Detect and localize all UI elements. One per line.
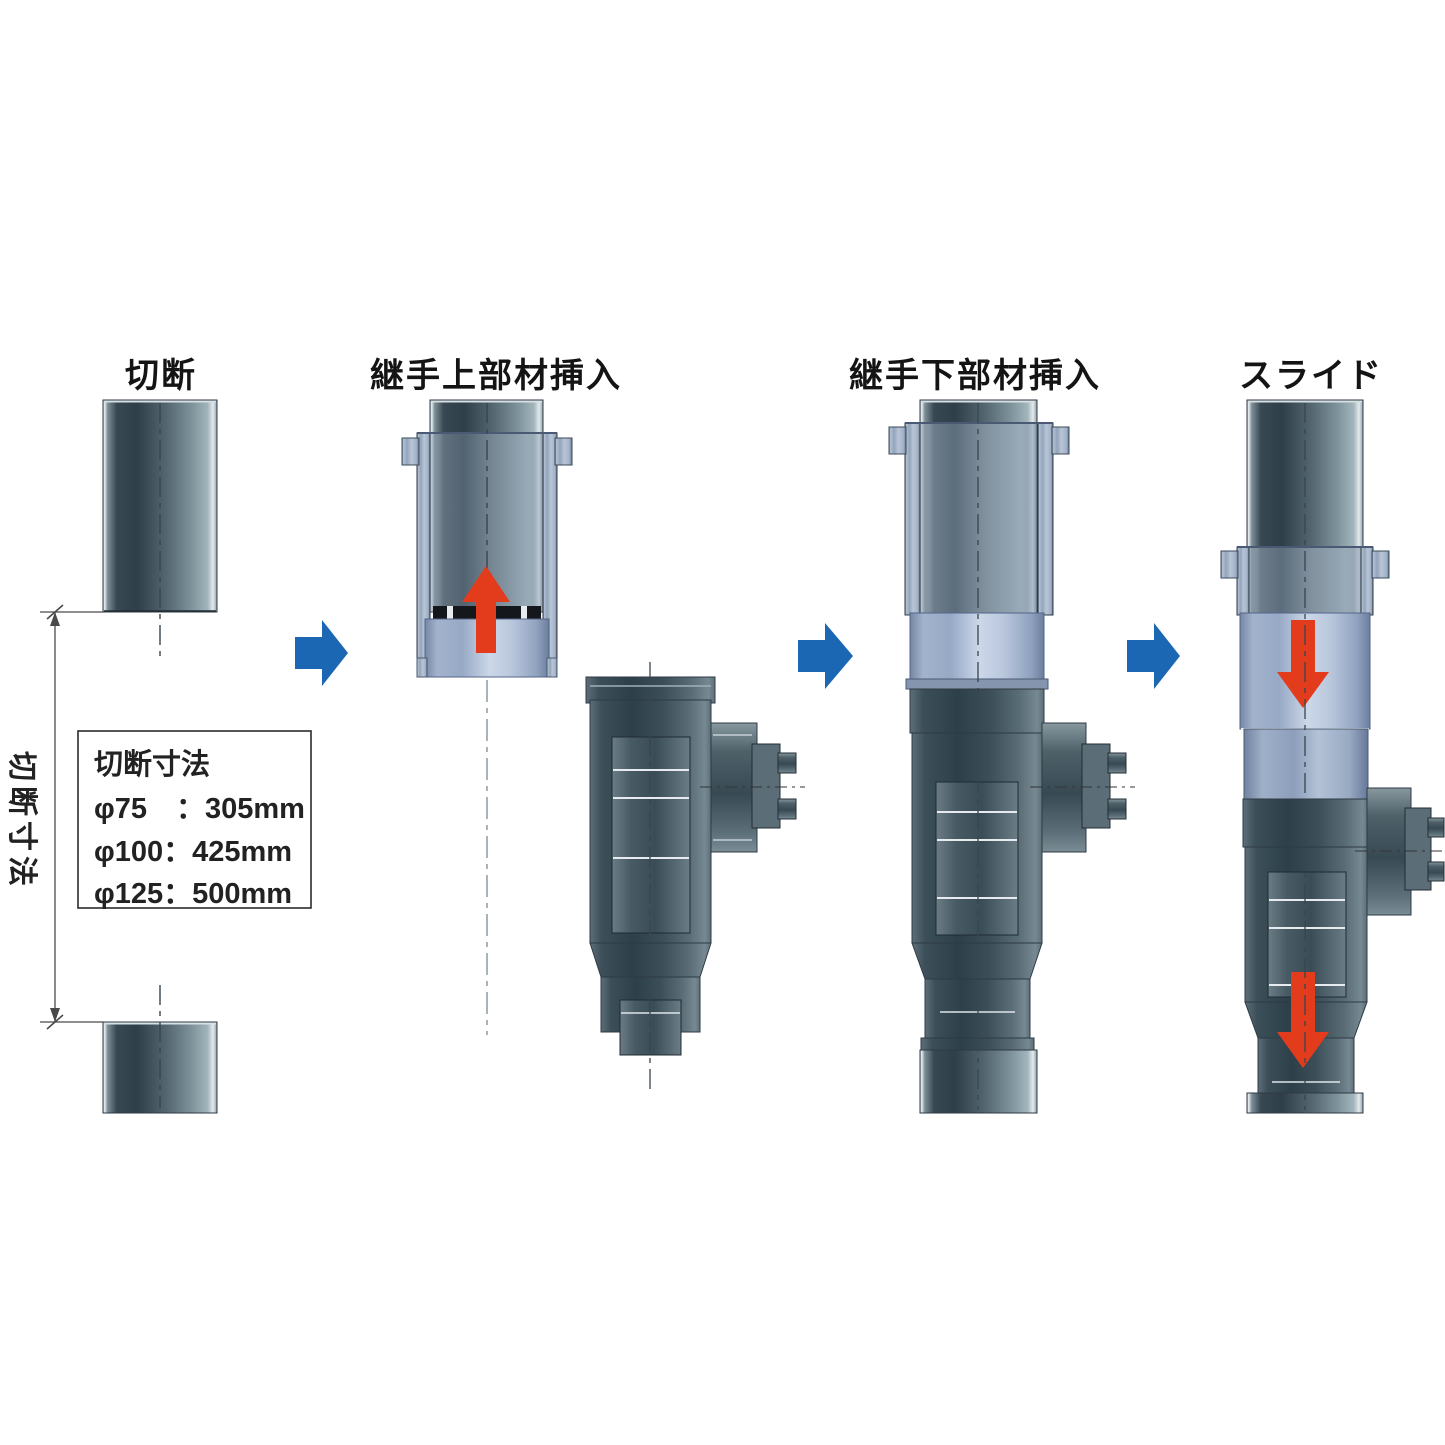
sleeve-shoulder (905, 678, 1049, 690)
branch-tab-icon (1427, 861, 1445, 882)
slide-down-arrow-icon (1277, 620, 1329, 708)
cut-size-box-title: 切断寸法 (94, 748, 210, 781)
cut-size-row: φ125：500mm (94, 878, 292, 910)
cut-size-box: 切断寸法 φ75 ：305mm φ100：425mm φ125：500mm (77, 730, 312, 910)
branch-cap (1404, 807, 1432, 891)
cut-size-row: φ75 ：305mm (94, 793, 305, 825)
branch-tab-icon (777, 752, 797, 774)
branch-tab-icon (777, 798, 797, 820)
lower-joint-sleeve (1243, 728, 1369, 800)
step-2-label: 継手上部材挿入 (370, 357, 622, 395)
step-4-slide (1220, 399, 1445, 1114)
inner-sleeve (611, 736, 691, 934)
insert-up-arrow-icon (462, 566, 510, 653)
step-3-assembly (888, 399, 1135, 1114)
dimension-arrow-up-icon (50, 612, 60, 626)
dimension-arrow-down-icon (50, 1008, 60, 1022)
branch-cap (751, 743, 781, 829)
joint-shell-right (1360, 546, 1374, 616)
inner-sleeve (935, 781, 1019, 936)
step-2-upper-joint (401, 399, 573, 1035)
joint-lug-icon (1051, 426, 1070, 455)
joint-lug-icon (1220, 550, 1239, 579)
pipe-lower (1246, 1092, 1364, 1114)
joint-lug-icon (554, 437, 573, 466)
branch-tab-icon (1107, 798, 1127, 820)
step-4-label: スライド (1239, 357, 1383, 395)
joint-lug-icon (888, 426, 907, 455)
fitting-collar (1242, 798, 1370, 848)
cut-dimension-lines (40, 604, 104, 1030)
joint-lug-icon (1371, 550, 1390, 579)
branch-cap (1081, 743, 1111, 829)
joint-shell-left (1236, 546, 1250, 616)
step-1-label: 切断 (125, 357, 197, 395)
joint-sleeve (909, 612, 1045, 680)
step-1-cut-pipes (102, 399, 218, 1114)
joint-shell-left (904, 422, 921, 616)
step-3-label: 継手下部材挿入 (849, 357, 1101, 395)
cut-dimension-label: 切断寸法 (5, 751, 38, 891)
joint-lug-icon (401, 437, 420, 466)
branch-tab-icon (1107, 752, 1127, 774)
step-2-lower-joint (585, 662, 805, 1092)
joint-shell-right (1037, 422, 1054, 616)
branch-tab-icon (1427, 817, 1445, 838)
fitting-collar (909, 688, 1045, 734)
slide-down-arrow-icon (1277, 972, 1329, 1068)
step-arrow-2-icon (798, 623, 853, 689)
cut-size-row: φ100：425mm (94, 836, 292, 868)
step-arrow-1-icon (295, 620, 348, 686)
step-arrow-3-icon (1127, 623, 1180, 689)
